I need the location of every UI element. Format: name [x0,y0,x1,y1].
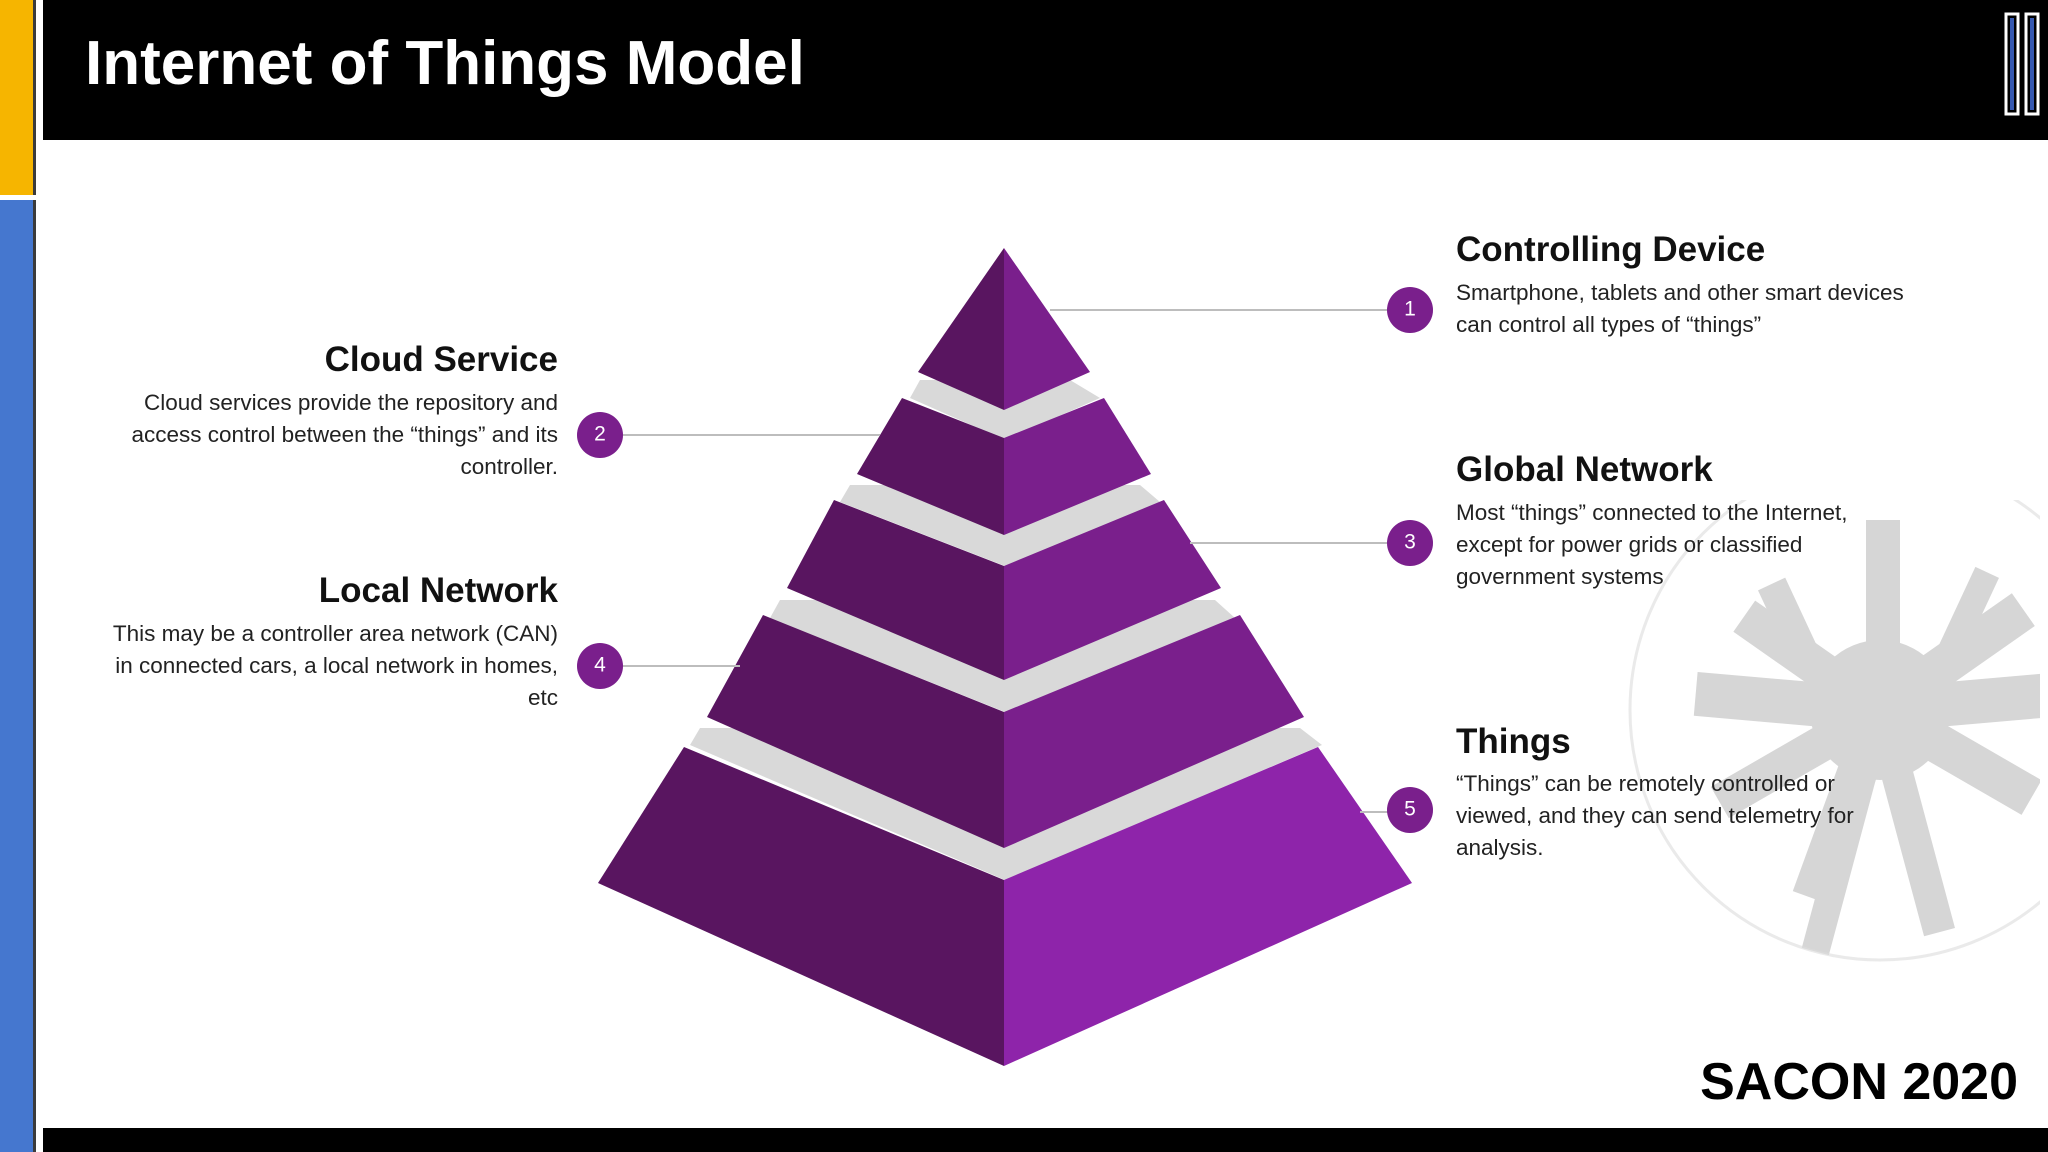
pyramid-tier-2-left [857,398,1004,535]
level-4-line-1: This may be a controller area network (C… [112,621,558,646]
level-2-heading: Cloud Service [324,340,558,379]
pyramid-gap-1 [910,380,1100,440]
pyramid-tier-3-right [1004,500,1221,680]
level-2-line-2: access control between the “things” and … [131,422,558,447]
pyramid-tier-1-right [1004,248,1090,410]
city-globe-icon [1628,500,2040,962]
level-3-line-2: except for power grids or classified [1456,532,1803,557]
pyramid-tier-4-right [1004,615,1304,848]
pyramid-tier-4-left [707,615,1004,848]
left-accent-yellow [0,0,36,195]
bars-logo-icon [2004,12,2040,116]
step-marker-3: 3 [1387,520,1433,566]
left-accent-blue [0,200,36,1152]
level-4-line-2: in connected cars, a local network in ho… [115,653,558,678]
slide-title: Internet of Things Model [85,29,805,98]
level-2-description: Cloud services provide the repository an… [58,387,558,483]
step-number-3: 3 [1404,531,1416,554]
step-number-1: 1 [1404,298,1416,321]
level-5-line-2: viewed, and they can send telemetry for [1456,803,1854,828]
level-3-line-1: Most “things” connected to the Internet, [1456,500,1848,525]
pyramid-tier-1-left [918,248,1004,410]
pyramid-tier-3-left [787,500,1004,680]
level-3-description: Most “things” connected to the Internet,… [1456,497,1976,593]
step-marker-1: 1 [1387,287,1433,333]
step-marker-4: 4 [577,643,623,689]
header-band [43,0,2048,140]
level-4-description: This may be a controller area network (C… [58,618,558,714]
level-1-line-1: Smartphone, tablets and other smart devi… [1456,280,1904,305]
footer-band [43,1128,2048,1152]
brand-label: SACON 2020 [1700,1053,2018,1111]
level-2-line-3: controller. [460,454,558,479]
level-5-description: “Things” can be remotely controlled or v… [1456,768,1976,864]
level-1-heading: Controlling Device [1456,230,1766,269]
level-5-line-3: analysis. [1456,835,1544,860]
level-4-heading: Local Network [318,571,558,610]
level-5-line-1: “Things” can be remotely controlled or [1456,771,1835,796]
pyramid-tier-5-right [1004,747,1412,1066]
level-2-line-1: Cloud services provide the repository an… [144,390,558,415]
level-4-line-3: etc [527,685,558,710]
level-1-line-2: can control all types of “things” [1456,312,1762,337]
step-marker-5: 5 [1387,787,1433,833]
step-number-2: 2 [594,423,606,446]
pyramid-tier-2-right [1004,398,1151,535]
step-marker-2: 2 [577,412,623,458]
level-1-description: Smartphone, tablets and other smart devi… [1456,277,1976,341]
level-3-heading: Global Network [1456,450,1713,489]
pyramid-tier-5-left [598,747,1004,1066]
level-5-heading: Things [1456,722,1571,761]
step-number-5: 5 [1404,798,1416,821]
level-3-line-3: government systems [1456,564,1664,589]
step-number-4: 4 [594,654,606,677]
